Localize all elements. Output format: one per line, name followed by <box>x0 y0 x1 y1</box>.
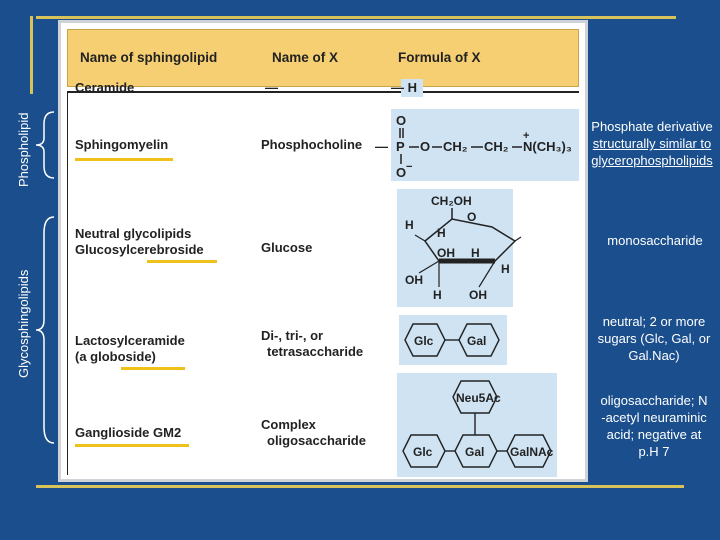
neutral-note-line2: sugars (Glc, Gal, or <box>597 331 711 346</box>
phospho-o-top: O <box>396 113 406 128</box>
oligosaccharide-x: oligosaccharide <box>267 433 366 448</box>
phosphocholine-structure: — O P O − O CH₂ CH₂ + N(CH₃)₃ <box>375 113 572 180</box>
hex-glc-1: Glc <box>414 334 434 348</box>
table-header: Name of sphingolipid Name of X Formula o… <box>67 29 579 87</box>
sphingolipid-table: Name of sphingolipid Name of X Formula o… <box>58 20 588 482</box>
hex-glc-2: Glc <box>413 445 433 459</box>
oligo-note-line4: p.H 7 <box>638 444 670 459</box>
phospho-ch2a: CH₂ <box>443 139 468 154</box>
disaccharide-structure: Glc Gal <box>404 323 500 357</box>
ceramide-formula: — H <box>391 80 417 95</box>
phosphate-note-line2: structurally similar to <box>592 136 712 151</box>
header-sphingolipid: Name of sphingolipid <box>80 50 218 65</box>
tetrasaccharide-x: tetrasaccharide <box>267 344 364 359</box>
phospho-o: O <box>420 139 430 154</box>
glucose-h3: H <box>471 246 480 260</box>
hex-gal-2: Gal <box>465 445 484 459</box>
ceramide-name: Ceramide <box>75 80 135 95</box>
glycosphingolipids-label: Glycosphingolipids <box>16 269 31 378</box>
phospho-p: P <box>396 139 405 154</box>
column-divider <box>67 93 68 475</box>
oligo-note-line2: -acetyl neuraminic <box>601 410 707 425</box>
phospho-ch2b: CH₂ <box>484 139 509 154</box>
sphingomyelin-x: Phosphocholine <box>261 137 363 152</box>
glucose-formula-bg <box>397 189 513 307</box>
phospholipid-label: Phospholipid <box>16 112 31 187</box>
glucose-o: O <box>467 210 476 224</box>
globoside-name: (a globoside) <box>75 349 156 364</box>
ceramide-x: — <box>265 80 278 95</box>
glucose-oh2: OH <box>405 273 423 287</box>
gm2-structure: Neu5Ac Glc Gal GalNAc <box>402 380 554 468</box>
neutral-note-line3: Gal.Nac) <box>628 348 680 363</box>
phospho-o-bottom: O <box>396 165 406 180</box>
glucosylcerebroside-underline <box>147 260 217 263</box>
di-tri-x: Di-, tri-, or <box>261 328 324 343</box>
phosphate-note: Phosphate derivative structurally simila… <box>584 118 720 169</box>
decor-line-left <box>30 16 33 94</box>
hex-neu5ac: Neu5Ac <box>456 391 501 405</box>
ganglioside-name: Ganglioside GM2 <box>75 425 182 440</box>
header-formula-of-x: Formula of X <box>398 50 481 65</box>
phosphate-note-line3: glycerophospholipids <box>591 153 713 168</box>
ceramide-formula-bg <box>401 79 423 97</box>
header-rule <box>67 91 579 93</box>
hex-galnac: GalNAc <box>510 445 554 459</box>
phospho-n: N(CH₃)₃ <box>523 139 572 154</box>
glucose-h2: H <box>437 226 446 240</box>
glucose-x: Glucose <box>261 240 313 255</box>
glycosphingolipids-brace <box>35 216 55 444</box>
phosphocholine-formula-bg <box>391 109 579 181</box>
glucose-h5: H <box>433 288 442 302</box>
phospho-minus: − <box>406 161 412 173</box>
phospholipid-brace <box>35 111 55 179</box>
monosaccharide-note: monosaccharide <box>607 233 703 248</box>
decor-line-bottom <box>36 485 684 488</box>
oligo-note-line1: oligosaccharide; N <box>600 393 708 408</box>
lactosylceramide-underline <box>121 367 185 370</box>
sphingomyelin-name: Sphingomyelin <box>75 137 169 152</box>
glucose-structure: CH₂OH O H H OH H H OH H OH <box>405 194 522 302</box>
neutral-glycolipids-name: Neutral glycolipids <box>75 226 192 241</box>
glucose-oh1: OH <box>437 246 455 260</box>
glucose-ch2oh: CH₂OH <box>431 194 472 208</box>
sphingomyelin-underline <box>75 158 173 161</box>
glucose-h1: H <box>405 218 414 232</box>
gm2-formula-bg <box>397 373 557 477</box>
decor-line-top <box>36 16 676 19</box>
glucosylcerebroside-name: Glucosylcerebroside <box>75 242 204 257</box>
oligosaccharide-note: oligosaccharide; N -acetyl neuraminic ac… <box>592 392 716 460</box>
phosphate-note-line1: Phosphate derivative <box>591 119 713 134</box>
glucose-h4: H <box>501 262 510 276</box>
neutral-note-line1: neutral; 2 or more <box>602 314 706 329</box>
complex-x: Complex <box>261 417 316 432</box>
phospho-dash: — <box>375 139 388 154</box>
glucose-oh3: OH <box>469 288 487 302</box>
phospho-plus: + <box>523 130 529 142</box>
hex-gal-1: Gal <box>467 334 486 348</box>
header-name-of-x: Name of X <box>272 50 339 65</box>
lactosylceramide-name: Lactosylceramide <box>75 333 185 348</box>
neutral-note: neutral; 2 or more sugars (Glc, Gal, or … <box>588 313 720 364</box>
ganglioside-underline <box>75 444 189 447</box>
oligo-note-line3: acid; negative at <box>606 427 702 442</box>
